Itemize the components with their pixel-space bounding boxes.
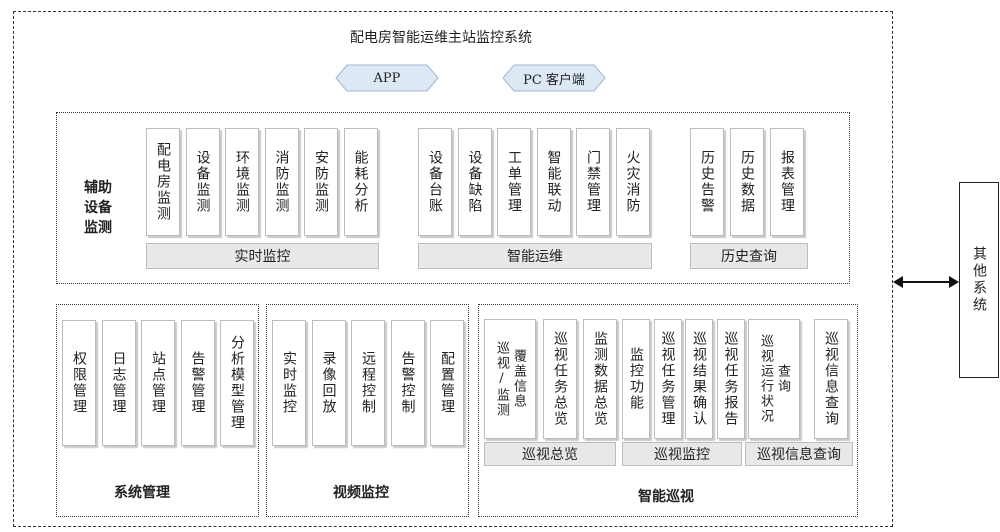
system-mgmt-card-1[interactable]: 日志管理 [101, 320, 136, 446]
history-card-2[interactable]: 报表管理 [770, 128, 804, 236]
ops-card-2[interactable]: 工单管理 [497, 128, 531, 236]
video-section [266, 304, 469, 517]
patrol-card-info-query[interactable]: 巡视信息查询 [814, 319, 848, 439]
system-frame [13, 11, 893, 527]
realtime-card-2[interactable]: 环境监测 [225, 128, 259, 236]
pc-client[interactable]: PC 客户端 [523, 72, 585, 88]
system-mgmt-card-0[interactable]: 权限管理 [62, 320, 96, 446]
patrol-monitor-card-2[interactable]: 巡视结果确认 [685, 319, 713, 439]
pc-client-shape [502, 64, 606, 92]
bidirectional-arrow-icon [893, 276, 959, 288]
realtime-card-0[interactable]: 配电房监测 [146, 128, 180, 236]
ops-card-5[interactable]: 火灾消防 [615, 128, 650, 236]
system-mgmt-section [56, 304, 259, 517]
patrol-card-data-overview[interactable]: 监测数据总览 [583, 319, 617, 439]
aux-monitoring-section [56, 112, 850, 284]
ops-card-0[interactable]: 设备台账 [418, 128, 452, 236]
video-card-0[interactable]: 实时监控 [272, 320, 306, 446]
system-title: 配电房智能运维主站监控系统 [350, 30, 532, 46]
video-card-3[interactable]: 告警控制 [390, 320, 425, 446]
patrol-section [478, 304, 858, 517]
aux-monitoring-title: 辅助 设备 监测 [84, 180, 112, 236]
patrol-card-task-overview[interactable]: 巡视任务总览 [543, 319, 577, 439]
app-client[interactable]: APP [373, 70, 401, 86]
system-mgmt-card-2[interactable]: 站点管理 [141, 320, 175, 446]
patrol-monitor-card-1[interactable]: 巡视任务管理 [653, 319, 682, 439]
app-client-shape [335, 64, 439, 92]
system-mgmt-card-3[interactable]: 告警管理 [180, 320, 215, 446]
system-mgmt-card-4[interactable]: 分析模型管理 [220, 320, 254, 446]
ops-card-1[interactable]: 设备缺陷 [457, 128, 492, 236]
other-system-box[interactable]: 其他系统 [959, 182, 999, 378]
system-mgmt-title: 系统管理 [114, 485, 170, 501]
history-query-bar[interactable]: 历史查询 [690, 243, 808, 269]
realtime-card-1[interactable]: 设备监测 [185, 128, 220, 236]
patrol-overview-bar[interactable]: 巡视总览 [484, 442, 616, 466]
realtime-monitor-bar[interactable]: 实时监控 [146, 243, 379, 269]
realtime-card-5[interactable]: 能耗分析 [343, 128, 378, 236]
patrol-monitor-bar[interactable]: 巡视监控 [622, 442, 742, 466]
video-card-2[interactable]: 远程控制 [351, 320, 385, 446]
patrol-card-status-query[interactable]: 查询 巡视运行状况 [748, 319, 800, 439]
history-card-1[interactable]: 历史数据 [730, 128, 764, 236]
realtime-card-4[interactable]: 安防监测 [304, 128, 338, 236]
video-title: 视频监控 [333, 485, 389, 501]
patrol-monitor-card-0[interactable]: 监控功能 [622, 319, 650, 439]
realtime-card-3[interactable]: 消防监测 [264, 128, 299, 236]
video-card-4[interactable]: 配置管理 [430, 320, 464, 446]
ops-card-3[interactable]: 智能联动 [536, 128, 571, 236]
patrol-monitor-card-3[interactable]: 巡视任务报告 [716, 319, 745, 439]
history-card-0[interactable]: 历史告警 [690, 128, 724, 236]
patrol-title: 智能巡视 [638, 489, 694, 505]
smart-ops-bar[interactable]: 智能运维 [418, 243, 652, 269]
video-card-1[interactable]: 录像回放 [311, 320, 346, 446]
patrol-card-coverage[interactable]: 覆盖信息 巡视/监测 [484, 319, 536, 439]
patrol-query-bar[interactable]: 巡视信息查询 [745, 442, 853, 466]
ops-card-4[interactable]: 门禁管理 [576, 128, 610, 236]
